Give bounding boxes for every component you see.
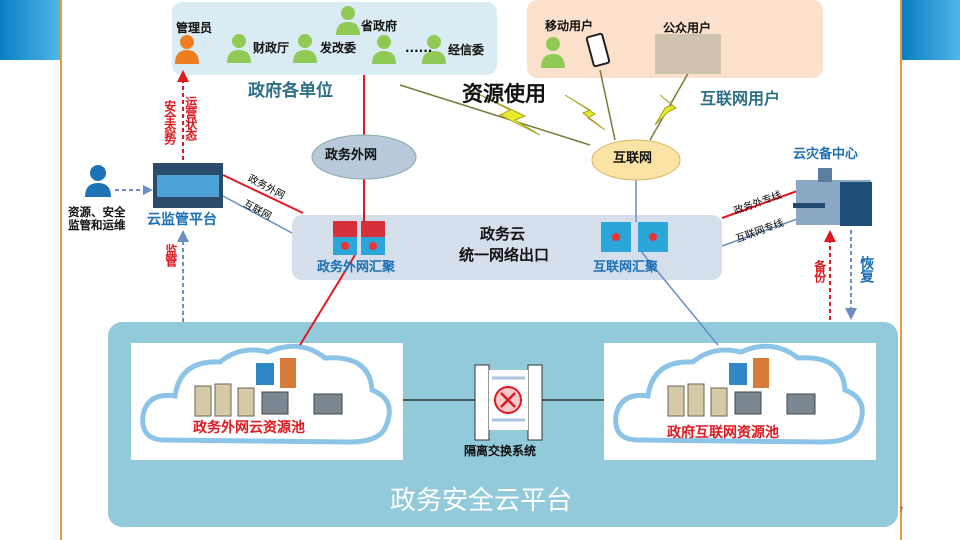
gov-person-icons: [227, 6, 565, 68]
arrow-head: [845, 308, 857, 320]
gov-external-cloud-label: 政务外网: [325, 148, 378, 163]
isolation-icon: [403, 364, 604, 441]
monitor-inet-link: [222, 195, 293, 234]
operation-status-label: 运营状态: [183, 96, 198, 140]
unit-label: 财政厅: [253, 41, 290, 55]
monitor-platform-label: 云监管平台: [147, 212, 217, 228]
ops-user-icon: [85, 165, 111, 197]
dr-title: 云灾备中心: [793, 147, 859, 162]
monitor-gov-link: [222, 174, 304, 214]
internet-cloud: [591, 139, 681, 181]
inet-pool-label: 政府互联网资源池: [667, 425, 779, 441]
public-users-label: 公众用户: [663, 21, 712, 35]
public-link: [649, 69, 691, 141]
arrow-head: [143, 185, 153, 195]
unit-label: 发改委: [320, 41, 357, 55]
unit-label: 省政府: [361, 19, 398, 33]
page-number: 7: [899, 506, 904, 514]
mobile-users-label: 移动用户: [545, 19, 594, 33]
isolation-label: 隔离交换系统: [464, 444, 537, 458]
unit-label: ......: [405, 41, 433, 55]
internet-users-title: 互联网用户: [700, 89, 781, 108]
gov-units-box: [172, 2, 497, 75]
lightning-icon: [469, 89, 541, 136]
inet-agg-label: 互联网汇聚: [593, 260, 659, 275]
ops-user-label: 资源、安全 监管和运维: [68, 205, 126, 233]
monitor-wall: [157, 175, 219, 197]
gov-pool-label: 政务外网云资源池: [193, 420, 305, 436]
restore-label: 恢复: [858, 256, 875, 282]
corner-banner-left: [0, 0, 60, 60]
platform-title: 政务安全云平台: [390, 486, 573, 516]
supervise-label: 监管: [163, 244, 178, 266]
inet-switch-icons: [601, 222, 668, 252]
resource-use-label: 资源使用: [462, 82, 546, 106]
arrow-head: [177, 230, 189, 242]
gov-switch-icons: [333, 221, 385, 255]
security-situation-label: 安全态势: [162, 100, 177, 144]
exit-title-1: 政务云: [480, 225, 526, 243]
unit-label: 经信委: [448, 43, 485, 57]
server-icons-right: [667, 358, 816, 417]
gov-units-title: 政府各单位: [248, 81, 333, 101]
dr-building-icon: [793, 168, 872, 226]
mobile-link: [599, 69, 616, 141]
backup-label: 备份: [812, 260, 827, 282]
lightning-icon: [654, 94, 677, 126]
internet-cloud-label: 互联网: [613, 151, 653, 166]
phone-icon: [585, 32, 611, 68]
gov-external-cloud: [311, 134, 417, 180]
dr-inet-link: [721, 217, 801, 247]
gov-link-pool: [299, 254, 356, 346]
server-icons-left: [194, 358, 343, 417]
arrow-head: [824, 230, 836, 242]
dr-gov-link: [721, 189, 801, 219]
admin-person-icon: [175, 35, 199, 64]
public-users-photo: [655, 34, 721, 74]
resource-link: [399, 84, 591, 146]
corner-banner-right: [902, 0, 960, 60]
inet-link-pool: [639, 249, 719, 346]
arrow-head: [177, 70, 189, 82]
exit-title-2: 统一网络出口: [459, 246, 550, 264]
gov-agg-label: 政务外网汇聚: [317, 260, 396, 275]
admin-label: 管理员: [176, 21, 213, 35]
lightning-icon: [564, 94, 606, 131]
